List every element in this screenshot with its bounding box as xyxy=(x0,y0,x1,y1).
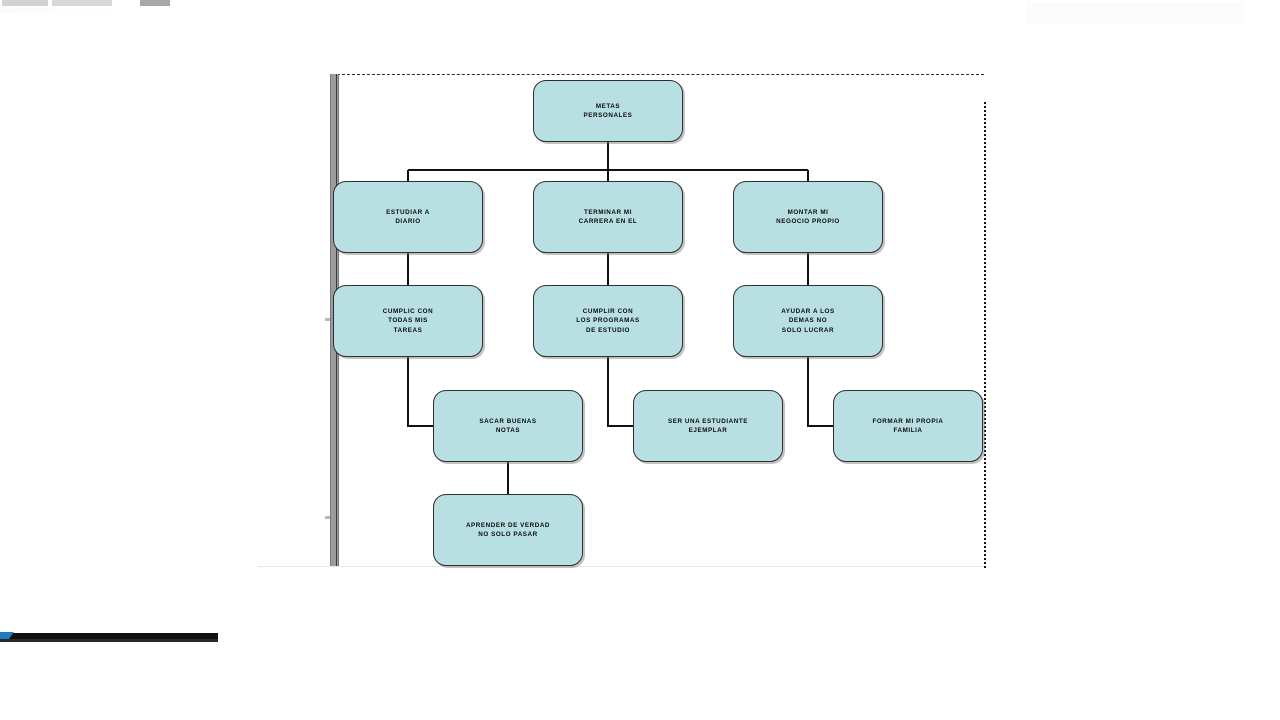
taskbar-accent-marker xyxy=(0,632,14,640)
node-label: FORMAR MI PROPIA FAMILIA xyxy=(872,417,944,434)
node-estudiar-a-diario[interactable]: ESTUDIAR A DIARIO xyxy=(333,181,483,253)
taskbar-fragment[interactable] xyxy=(0,633,218,639)
toolbar-fragment-secondary xyxy=(0,7,120,14)
node-label: CUMPLIR CON LOS PROGRAMAS DE ESTUDIO xyxy=(576,307,640,334)
scrollbar-tick-lower xyxy=(325,516,330,519)
node-ser-una-estudiante-ejemplar[interactable]: SER UNA ESTUDIANTE EJEMPLAR xyxy=(633,390,783,462)
node-label: APRENDER DE VERDAD NO SOLO PASAR xyxy=(465,521,551,538)
toolbar-fragment[interactable] xyxy=(0,0,170,7)
node-label: ESTUDIAR A DIARIO xyxy=(386,208,430,225)
node-aprender-de-verdad[interactable]: APRENDER DE VERDAD NO SOLO PASAR xyxy=(433,494,583,566)
node-label: CUMPLIC CON TODAS MIS TAREAS xyxy=(382,307,434,334)
taskbar-underline xyxy=(0,639,218,642)
node-cumplir-programas-estudio[interactable]: CUMPLIR CON LOS PROGRAMAS DE ESTUDIO xyxy=(533,285,683,357)
node-ayudar-a-los-demas[interactable]: AYUDAR A LOS DEMAS NO SOLO LUCRAR xyxy=(733,285,883,357)
node-label: TERMINAR MI CARRERA EN EL xyxy=(578,208,638,225)
toolbar-chip-3[interactable] xyxy=(140,0,170,6)
node-cumplic-con-tareas[interactable]: CUMPLIC CON TODAS MIS TAREAS xyxy=(333,285,483,357)
node-label: SER UNA ESTUDIANTE EJEMPLAR xyxy=(668,417,748,434)
node-label: METAS PERSONALES xyxy=(583,102,633,119)
node-terminar-mi-carrera[interactable]: TERMINAR MI CARRERA EN EL xyxy=(533,181,683,253)
node-sacar-buenas-notas[interactable]: SACAR BUENAS NOTAS xyxy=(433,390,583,462)
node-label: MONTAR MI NEGOCIO PROPIO xyxy=(776,208,840,225)
toolbar-chip-2[interactable] xyxy=(52,0,112,6)
scrollbar-tick-upper xyxy=(325,318,330,321)
canvas-right-dotted-guide xyxy=(984,102,986,568)
node-formar-mi-propia-familia[interactable]: FORMAR MI PROPIA FAMILIA xyxy=(833,390,983,462)
node-label: AYUDAR A LOS DEMAS NO SOLO LUCRAR xyxy=(781,307,835,334)
node-montar-mi-negocio[interactable]: MONTAR MI NEGOCIO PROPIO xyxy=(733,181,883,253)
node-metas-personales[interactable]: METAS PERSONALES xyxy=(533,80,683,142)
top-right-panel[interactable] xyxy=(1026,2,1244,24)
node-label: SACAR BUENAS NOTAS xyxy=(479,417,537,434)
toolbar-chip-1[interactable] xyxy=(2,0,48,6)
canvas-top-dashed-guide xyxy=(332,74,984,75)
canvas-bottom-border xyxy=(258,566,984,567)
